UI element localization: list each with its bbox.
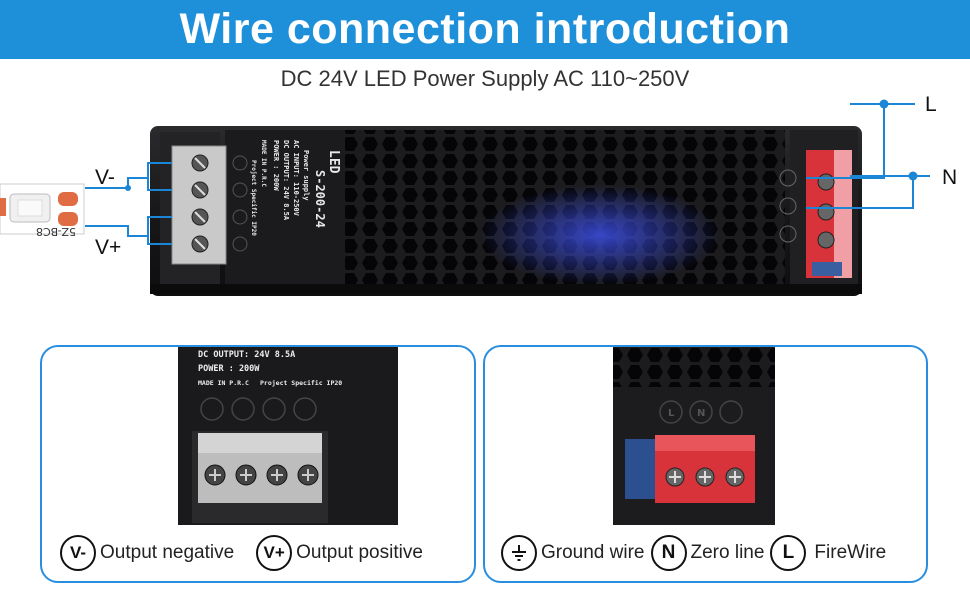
detail-project: Project Specific IP20 [260, 379, 342, 387]
label-model: S-200-24 [313, 170, 327, 228]
closeup-mark-n: N [697, 408, 705, 419]
input-terminal-closeup: L N [613, 347, 775, 525]
v-minus-icon: V- [60, 535, 96, 571]
legend-output-negative: V- Output negative [60, 535, 234, 571]
detail-power: POWER : 200W [198, 364, 260, 374]
legend-text-output-negative: Output negative [100, 542, 235, 563]
wire-label-neutral: N [942, 166, 958, 189]
live-l-icon: L [770, 535, 807, 571]
wire-label-live: L [925, 93, 937, 116]
label-dc-output: DC OUTPUT: 24V 8.5A [282, 140, 290, 221]
legend-firewire: L FireWire [770, 535, 886, 571]
output-legend: V- Output negative V+ Output positive [60, 535, 474, 571]
wire-label-v-plus: V+ [95, 236, 122, 259]
strip-marking: 5Z-BC8 [36, 225, 76, 238]
led-strip: 5Z-BC8 [0, 183, 85, 238]
legend-text-ground-wire: Ground wire [541, 542, 645, 563]
label-power: POWER : 200W [272, 140, 280, 191]
neutral-n-icon: N [650, 535, 687, 571]
neutral-junction-dot [908, 171, 918, 181]
live-junction-dot [879, 99, 889, 109]
detail-made-in: MADE IN P.R.C [198, 379, 249, 387]
label-series: Power supply [302, 150, 310, 201]
ground-icon [501, 535, 537, 571]
title-banner: Wire connection introduction [0, 0, 970, 59]
page-title: Wire connection introduction [179, 5, 791, 53]
input-legend: Ground wire N Zero line L FireWire [501, 535, 926, 571]
legend-ground-wire: Ground wire [501, 535, 645, 571]
output-terminal-block [171, 145, 248, 265]
housing-label: LED S-200-24 Power supply AC INPUT: 110-… [250, 140, 341, 236]
label-made-in: MADE IN P.R.C [260, 140, 267, 187]
label-ac-input: AC INPUT: 110-250V [292, 140, 300, 217]
wire-label-v-minus: V- [95, 166, 115, 189]
page-subtitle: DC 24V LED Power Supply AC 110~250V [280, 66, 690, 91]
output-terminal-closeup: DC OUTPUT: 24V 8.5A POWER : 200W MADE IN… [178, 347, 398, 525]
legend-zero-line: N Zero line [650, 535, 765, 571]
input-terminal-block [779, 150, 852, 278]
legend-text-zero-line: Zero line [690, 542, 765, 563]
legend-text-output-positive: Output positive [296, 542, 423, 563]
closeup-mark-l: L [668, 408, 675, 419]
input-terminal-detail-panel: L N [483, 345, 928, 583]
legend-text-firewire: FireWire [814, 542, 887, 563]
label-project: Project Specific IP20 [250, 160, 257, 236]
label-brand: LED [326, 150, 341, 174]
product-illustration: LED S-200-24 Power supply AC INPUT: 110-… [0, 99, 930, 296]
legend-output-positive: V+ Output positive [256, 535, 423, 571]
v-plus-icon: V+ [256, 535, 293, 571]
detail-dc-output: DC OUTPUT: 24V 8.5A [198, 350, 295, 360]
output-wires [85, 162, 172, 245]
output-terminal-detail-panel: DC OUTPUT: 24V 8.5A POWER : 200W MADE IN… [40, 345, 476, 583]
